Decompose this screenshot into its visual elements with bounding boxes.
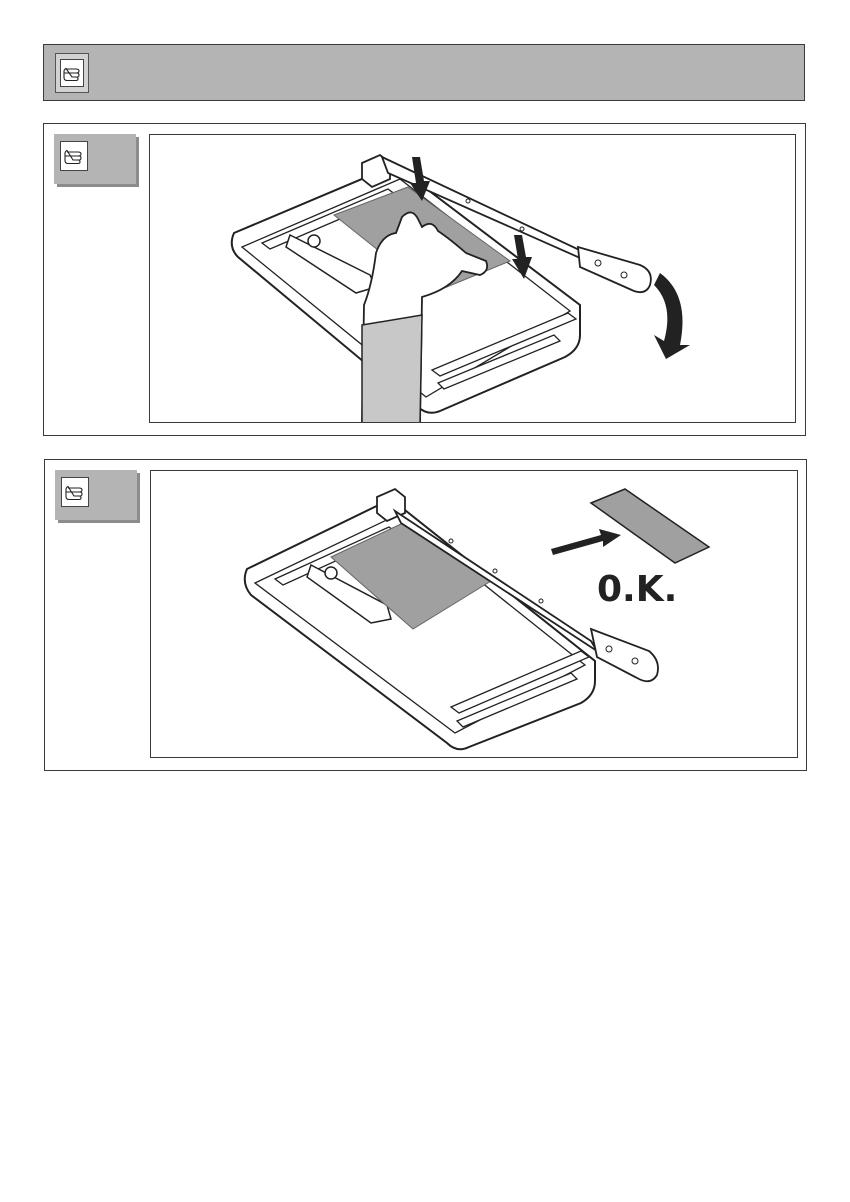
step-2-panel: 0.K.	[44, 459, 807, 771]
step-1-panel	[43, 123, 806, 436]
pointing-hand-icon	[60, 141, 88, 171]
paper-cutter-cutting-illustration	[149, 134, 796, 423]
result-ok-label: 0.K.	[597, 569, 677, 610]
step-2-tab	[55, 470, 137, 520]
pointing-hand-icon	[61, 477, 89, 507]
header-icon-frame	[55, 53, 89, 93]
section-header-bar	[43, 44, 805, 101]
pointing-hand-icon	[60, 59, 84, 87]
step-1-tab	[54, 134, 136, 184]
paper-cutter-result-illustration: 0.K.	[150, 470, 798, 758]
